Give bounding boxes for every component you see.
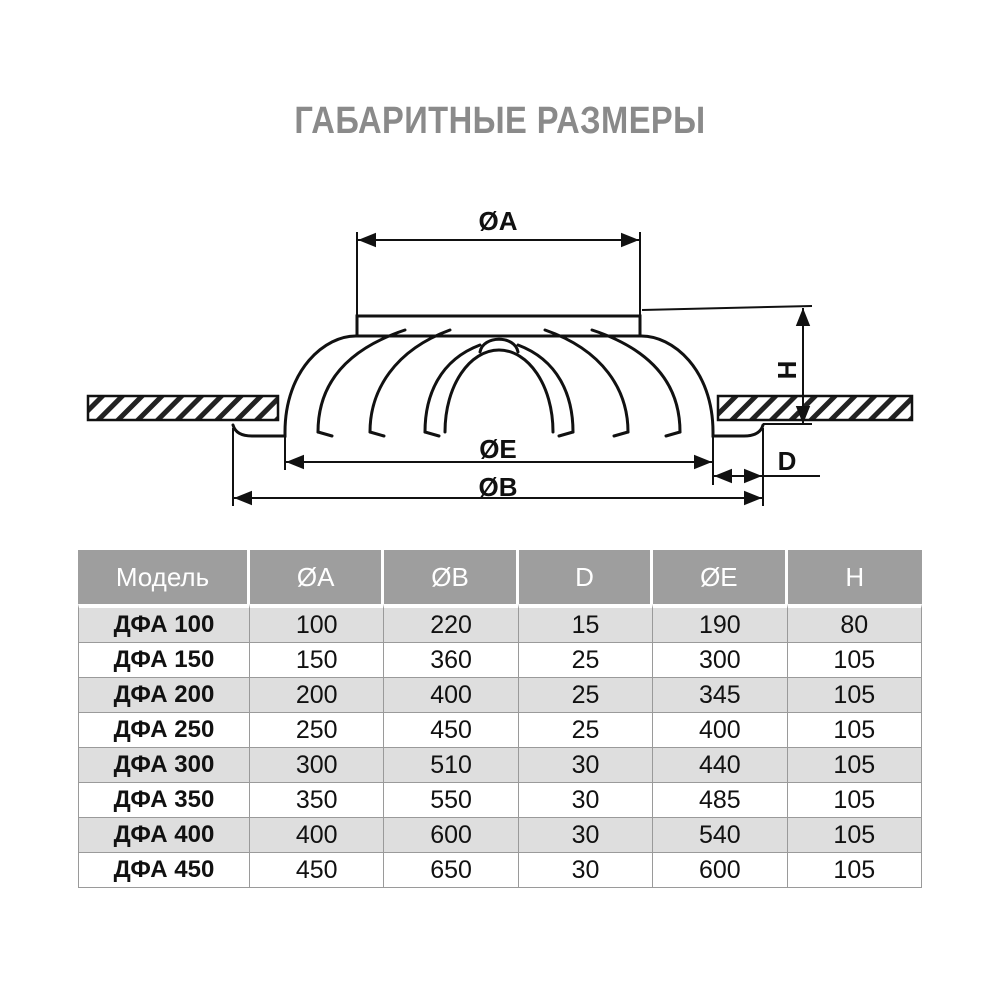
table-row: ДФА 300 300 510 30 440 105 xyxy=(78,748,922,783)
cell-a: 350 xyxy=(250,783,385,818)
cell-b: 600 xyxy=(384,818,519,853)
cell-d: 25 xyxy=(518,643,654,678)
header-model: Модель xyxy=(78,550,250,604)
cell-e: 300 xyxy=(653,643,788,678)
header-e: ØE xyxy=(653,550,788,604)
cell-a: 300 xyxy=(250,748,385,783)
cell-model: ДФА 400 xyxy=(78,818,250,853)
cell-h: 105 xyxy=(787,748,922,783)
cell-h: 105 xyxy=(787,818,922,853)
dimensions-table: Модель ØA ØB D ØE H ДФА 100 100 220 15 1… xyxy=(78,550,922,888)
page-title: ГАБАРИТНЫЕ РАЗМЕРЫ xyxy=(294,100,706,142)
cell-d: 30 xyxy=(518,818,654,853)
cell-b: 360 xyxy=(384,643,519,678)
cell-h: 105 xyxy=(787,713,922,748)
table-row: ДФА 350 350 550 30 485 105 xyxy=(78,783,922,818)
cell-b: 650 xyxy=(384,853,519,888)
cell-d: 30 xyxy=(518,853,654,888)
cell-h: 80 xyxy=(787,604,922,643)
cell-a: 450 xyxy=(250,853,385,888)
label-d: D xyxy=(778,446,797,476)
cell-b: 510 xyxy=(384,748,519,783)
header-a: ØA xyxy=(250,550,385,604)
cell-model: ДФА 300 xyxy=(78,748,250,783)
cell-d: 30 xyxy=(518,783,654,818)
header-d: D xyxy=(518,550,654,604)
cell-model: ДФА 250 xyxy=(78,713,250,748)
cell-a: 200 xyxy=(250,678,385,713)
diffuser-body xyxy=(231,314,765,438)
label-h: H xyxy=(772,361,802,380)
cell-e: 400 xyxy=(653,713,788,748)
cell-e: 485 xyxy=(653,783,788,818)
cell-b: 550 xyxy=(384,783,519,818)
cell-e: 600 xyxy=(653,853,788,888)
cell-e: 190 xyxy=(653,604,788,643)
diffuser-dimension-drawing: ØA ØE ØB D H xyxy=(86,206,914,506)
ceiling-panel-right xyxy=(716,394,914,422)
cell-a: 250 xyxy=(250,713,385,748)
cell-model: ДФА 450 xyxy=(78,853,250,888)
cell-b: 400 xyxy=(384,678,519,713)
table-row: ДФА 150 150 360 25 300 105 xyxy=(78,643,922,678)
cell-d: 15 xyxy=(518,604,654,643)
cell-h: 105 xyxy=(787,678,922,713)
cell-b: 220 xyxy=(384,604,519,643)
cell-model: ДФА 350 xyxy=(78,783,250,818)
table-row: ДФА 100 100 220 15 190 80 xyxy=(78,604,922,643)
label-diameter-b: ØB xyxy=(479,472,518,502)
header-h: H xyxy=(787,550,922,604)
table-row: ДФА 200 200 400 25 345 105 xyxy=(78,678,922,713)
table-header-row: Модель ØA ØB D ØE H xyxy=(78,550,922,604)
cell-model: ДФА 100 xyxy=(78,604,250,643)
cell-e: 440 xyxy=(653,748,788,783)
label-diameter-a: ØA xyxy=(479,206,518,236)
table-row: ДФА 250 250 450 25 400 105 xyxy=(78,713,922,748)
header-b: ØB xyxy=(384,550,519,604)
cell-a: 400 xyxy=(250,818,385,853)
cell-a: 100 xyxy=(250,604,385,643)
cell-h: 105 xyxy=(787,783,922,818)
cell-h: 105 xyxy=(787,853,922,888)
ceiling-panel-left xyxy=(86,394,280,422)
cell-model: ДФА 200 xyxy=(78,678,250,713)
cell-h: 105 xyxy=(787,643,922,678)
cell-e: 540 xyxy=(653,818,788,853)
cell-model: ДФА 150 xyxy=(78,643,250,678)
cell-e: 345 xyxy=(653,678,788,713)
cell-a: 150 xyxy=(250,643,385,678)
dimension-lines xyxy=(232,232,820,506)
cell-b: 450 xyxy=(384,713,519,748)
cell-d: 30 xyxy=(518,748,654,783)
label-diameter-e: ØE xyxy=(479,434,517,464)
table-row: ДФА 450 450 650 30 600 105 xyxy=(78,853,922,888)
cell-d: 25 xyxy=(518,713,654,748)
cell-d: 25 xyxy=(518,678,654,713)
table-row: ДФА 400 400 600 30 540 105 xyxy=(78,818,922,853)
